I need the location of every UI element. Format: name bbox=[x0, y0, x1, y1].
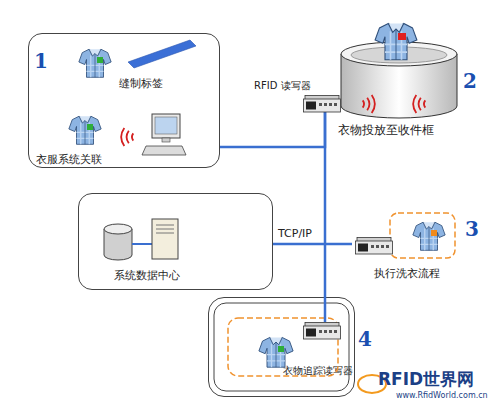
collection-bin: 衣物投放至收件框 bbox=[338, 38, 460, 142]
network-line bbox=[325, 104, 338, 297]
inner-frame bbox=[214, 303, 349, 391]
rfid-tag bbox=[431, 230, 437, 236]
dashed-zone bbox=[390, 213, 455, 258]
node-text: 衣服系统关联 bbox=[36, 154, 102, 167]
edge-label: TCP/IP bbox=[278, 228, 312, 241]
computer-icon bbox=[142, 114, 186, 155]
shirt-icon bbox=[79, 49, 111, 77]
device-label: RFID 读写器 bbox=[254, 80, 311, 92]
rfid-reader bbox=[304, 323, 341, 340]
radio-waves bbox=[363, 95, 375, 113]
node-text: 系统数据中心 bbox=[114, 270, 180, 283]
shirt-icon bbox=[413, 222, 445, 250]
database-top bbox=[104, 224, 132, 234]
radio-waves bbox=[413, 95, 425, 113]
rfid-tag bbox=[87, 124, 93, 130]
logo-swoosh bbox=[358, 375, 386, 393]
local-wire bbox=[324, 297, 327, 322]
sewn-label bbox=[128, 40, 196, 68]
radio-waves bbox=[121, 128, 133, 146]
monitor-stand bbox=[162, 138, 170, 142]
rfid-tag bbox=[278, 346, 284, 352]
callout-number: 1 bbox=[34, 50, 48, 73]
database-body bbox=[104, 229, 132, 260]
node-text: 衣物追踪读写器 bbox=[283, 365, 353, 377]
node-text: 缝制标签 bbox=[119, 78, 163, 91]
watermark: www.RfidWorld.com.cn bbox=[396, 391, 488, 400]
network-line bbox=[220, 104, 338, 147]
shirt-icon bbox=[259, 338, 293, 368]
monitor bbox=[152, 114, 180, 138]
server-slots bbox=[156, 225, 174, 233]
database-icon bbox=[104, 224, 132, 260]
wash-station: 执行洗衣流程 bbox=[352, 210, 458, 284]
rfid-tag bbox=[398, 33, 406, 40]
bin-rim bbox=[341, 42, 457, 66]
shirt-icon bbox=[69, 116, 101, 144]
node-text: 衣物投放至收件框 bbox=[338, 124, 434, 138]
server-case bbox=[152, 219, 178, 259]
rfid-reader bbox=[356, 238, 393, 255]
rfid-tag bbox=[97, 57, 103, 63]
screen bbox=[155, 117, 177, 134]
local-wire bbox=[132, 243, 152, 245]
keyboard bbox=[142, 146, 186, 155]
shirt-icon bbox=[375, 24, 417, 60]
tracking-box: 衣物追踪读写器 bbox=[208, 297, 355, 397]
callout-number: 3 bbox=[465, 218, 479, 241]
node-text: 执行洗衣流程 bbox=[374, 268, 440, 281]
watermark: RFID世界网 bbox=[378, 370, 474, 390]
dashed-zone bbox=[228, 318, 338, 376]
callout-number: 4 bbox=[358, 328, 372, 351]
group-box: 缝制标签衣服系统关联 bbox=[28, 33, 220, 168]
callout-number: 2 bbox=[463, 70, 477, 93]
network-line bbox=[273, 243, 352, 246]
data-center-box: 系统数据中心 bbox=[78, 193, 273, 290]
rfid-reader bbox=[304, 96, 341, 113]
server-icon bbox=[152, 219, 178, 259]
bin-opening bbox=[351, 47, 447, 63]
